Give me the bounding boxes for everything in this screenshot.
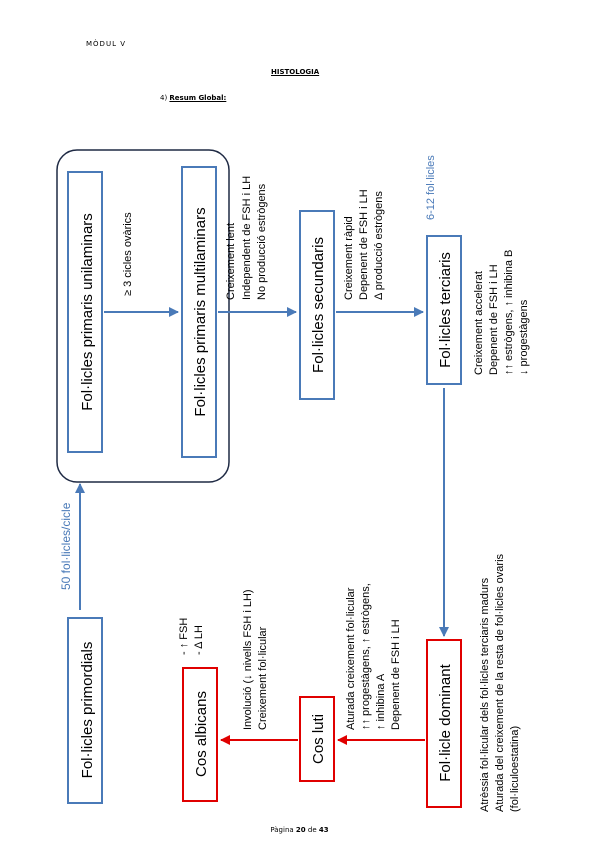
- dominant-note-2: Aturada del creixement de la resta de fo…: [494, 553, 506, 812]
- label-dominant: Fol·licle dominant: [437, 663, 454, 781]
- box-primordials: [67, 617, 103, 804]
- footer-total-pages: 43: [318, 826, 329, 834]
- label-luti: Cos luti: [310, 714, 327, 764]
- luti-note-4: Depenent de FSH i LH: [390, 619, 402, 730]
- terciaris-count: 6-12 fol·licles: [425, 155, 437, 220]
- module-header: MÒDUL V: [86, 40, 126, 48]
- section-title: Resum Global:: [169, 94, 227, 102]
- primary-follicles-group: [56, 149, 230, 483]
- multi-note-2: No producció estrògens: [256, 183, 268, 300]
- sec-note-3: Δ producció estrògens: [373, 191, 385, 300]
- section-number: 4): [160, 94, 168, 102]
- hormone-note-2: - Δ LH: [193, 625, 205, 655]
- albicans-note-2: Creixement fol·licular: [257, 626, 269, 730]
- section-heading: 4) Resum Global:: [160, 94, 226, 102]
- hormone-note-1: - ↑ FSH: [178, 618, 190, 655]
- box-luti: [299, 696, 335, 782]
- box-unilaminars: [67, 171, 103, 453]
- label-terciaris: Fol·licles terciaris: [437, 252, 454, 368]
- luti-note-3: ↑ inhibina A: [375, 673, 387, 730]
- footer-page-word: Pàgina: [270, 826, 294, 834]
- albicans-note-1: Involució (↓ nivells FSH i LH): [242, 589, 254, 730]
- cycles-annotation: ≥ 3 cicles ovàrics: [122, 212, 134, 296]
- label-unilaminars: Fol·licles primaris unilaminars: [79, 213, 96, 411]
- label-albicans: Cos albicans: [193, 691, 210, 777]
- multi-growth-note: Creixement lent: [225, 223, 237, 300]
- rate-annotation: 50 fol·licles/cicle: [59, 502, 73, 590]
- label-multilaminars: Fol·licles primaris multilaminars: [192, 207, 209, 416]
- luti-note-1: Aturada creixement fol·licular: [345, 587, 357, 730]
- label-primordials: Fol·licles primordials: [79, 642, 96, 779]
- terc-note-1: Creixement accelerat: [473, 271, 485, 375]
- box-dominant: [426, 639, 462, 808]
- dominant-note-1: Atrèssia fol·licular dels fol·licles ter…: [479, 577, 491, 812]
- luti-note-2: ↑↑ progestàgens, ↑ estrògens,: [360, 583, 372, 730]
- terc-note-4: ↓ progestàgens: [518, 299, 530, 375]
- footer-page-number: 20: [295, 826, 306, 834]
- page-footer: Pàgina 20 de 43: [0, 826, 599, 834]
- dominant-note-3: (fol·liculoestatina): [509, 726, 521, 812]
- multi-note-1: Independent de FSH i LH: [241, 176, 253, 300]
- footer-of-word: de: [307, 826, 317, 834]
- terc-note-2: Depenent de FSH i LH: [488, 264, 500, 375]
- box-terciaris: [426, 235, 462, 385]
- page-title: HISTOLOGIA: [271, 68, 320, 76]
- sec-note-1: Creixement ràpid: [343, 216, 355, 300]
- sec-note-2: Depenent de FSH i LH: [358, 189, 370, 300]
- box-multilaminars: [181, 166, 217, 458]
- box-secundaris: [299, 210, 335, 400]
- box-albicans: [182, 667, 218, 802]
- label-secundaris: Fol·licles secundaris: [310, 237, 327, 373]
- terc-note-3: ↑↑ estrògens, ↑ inhibina B: [503, 250, 515, 375]
